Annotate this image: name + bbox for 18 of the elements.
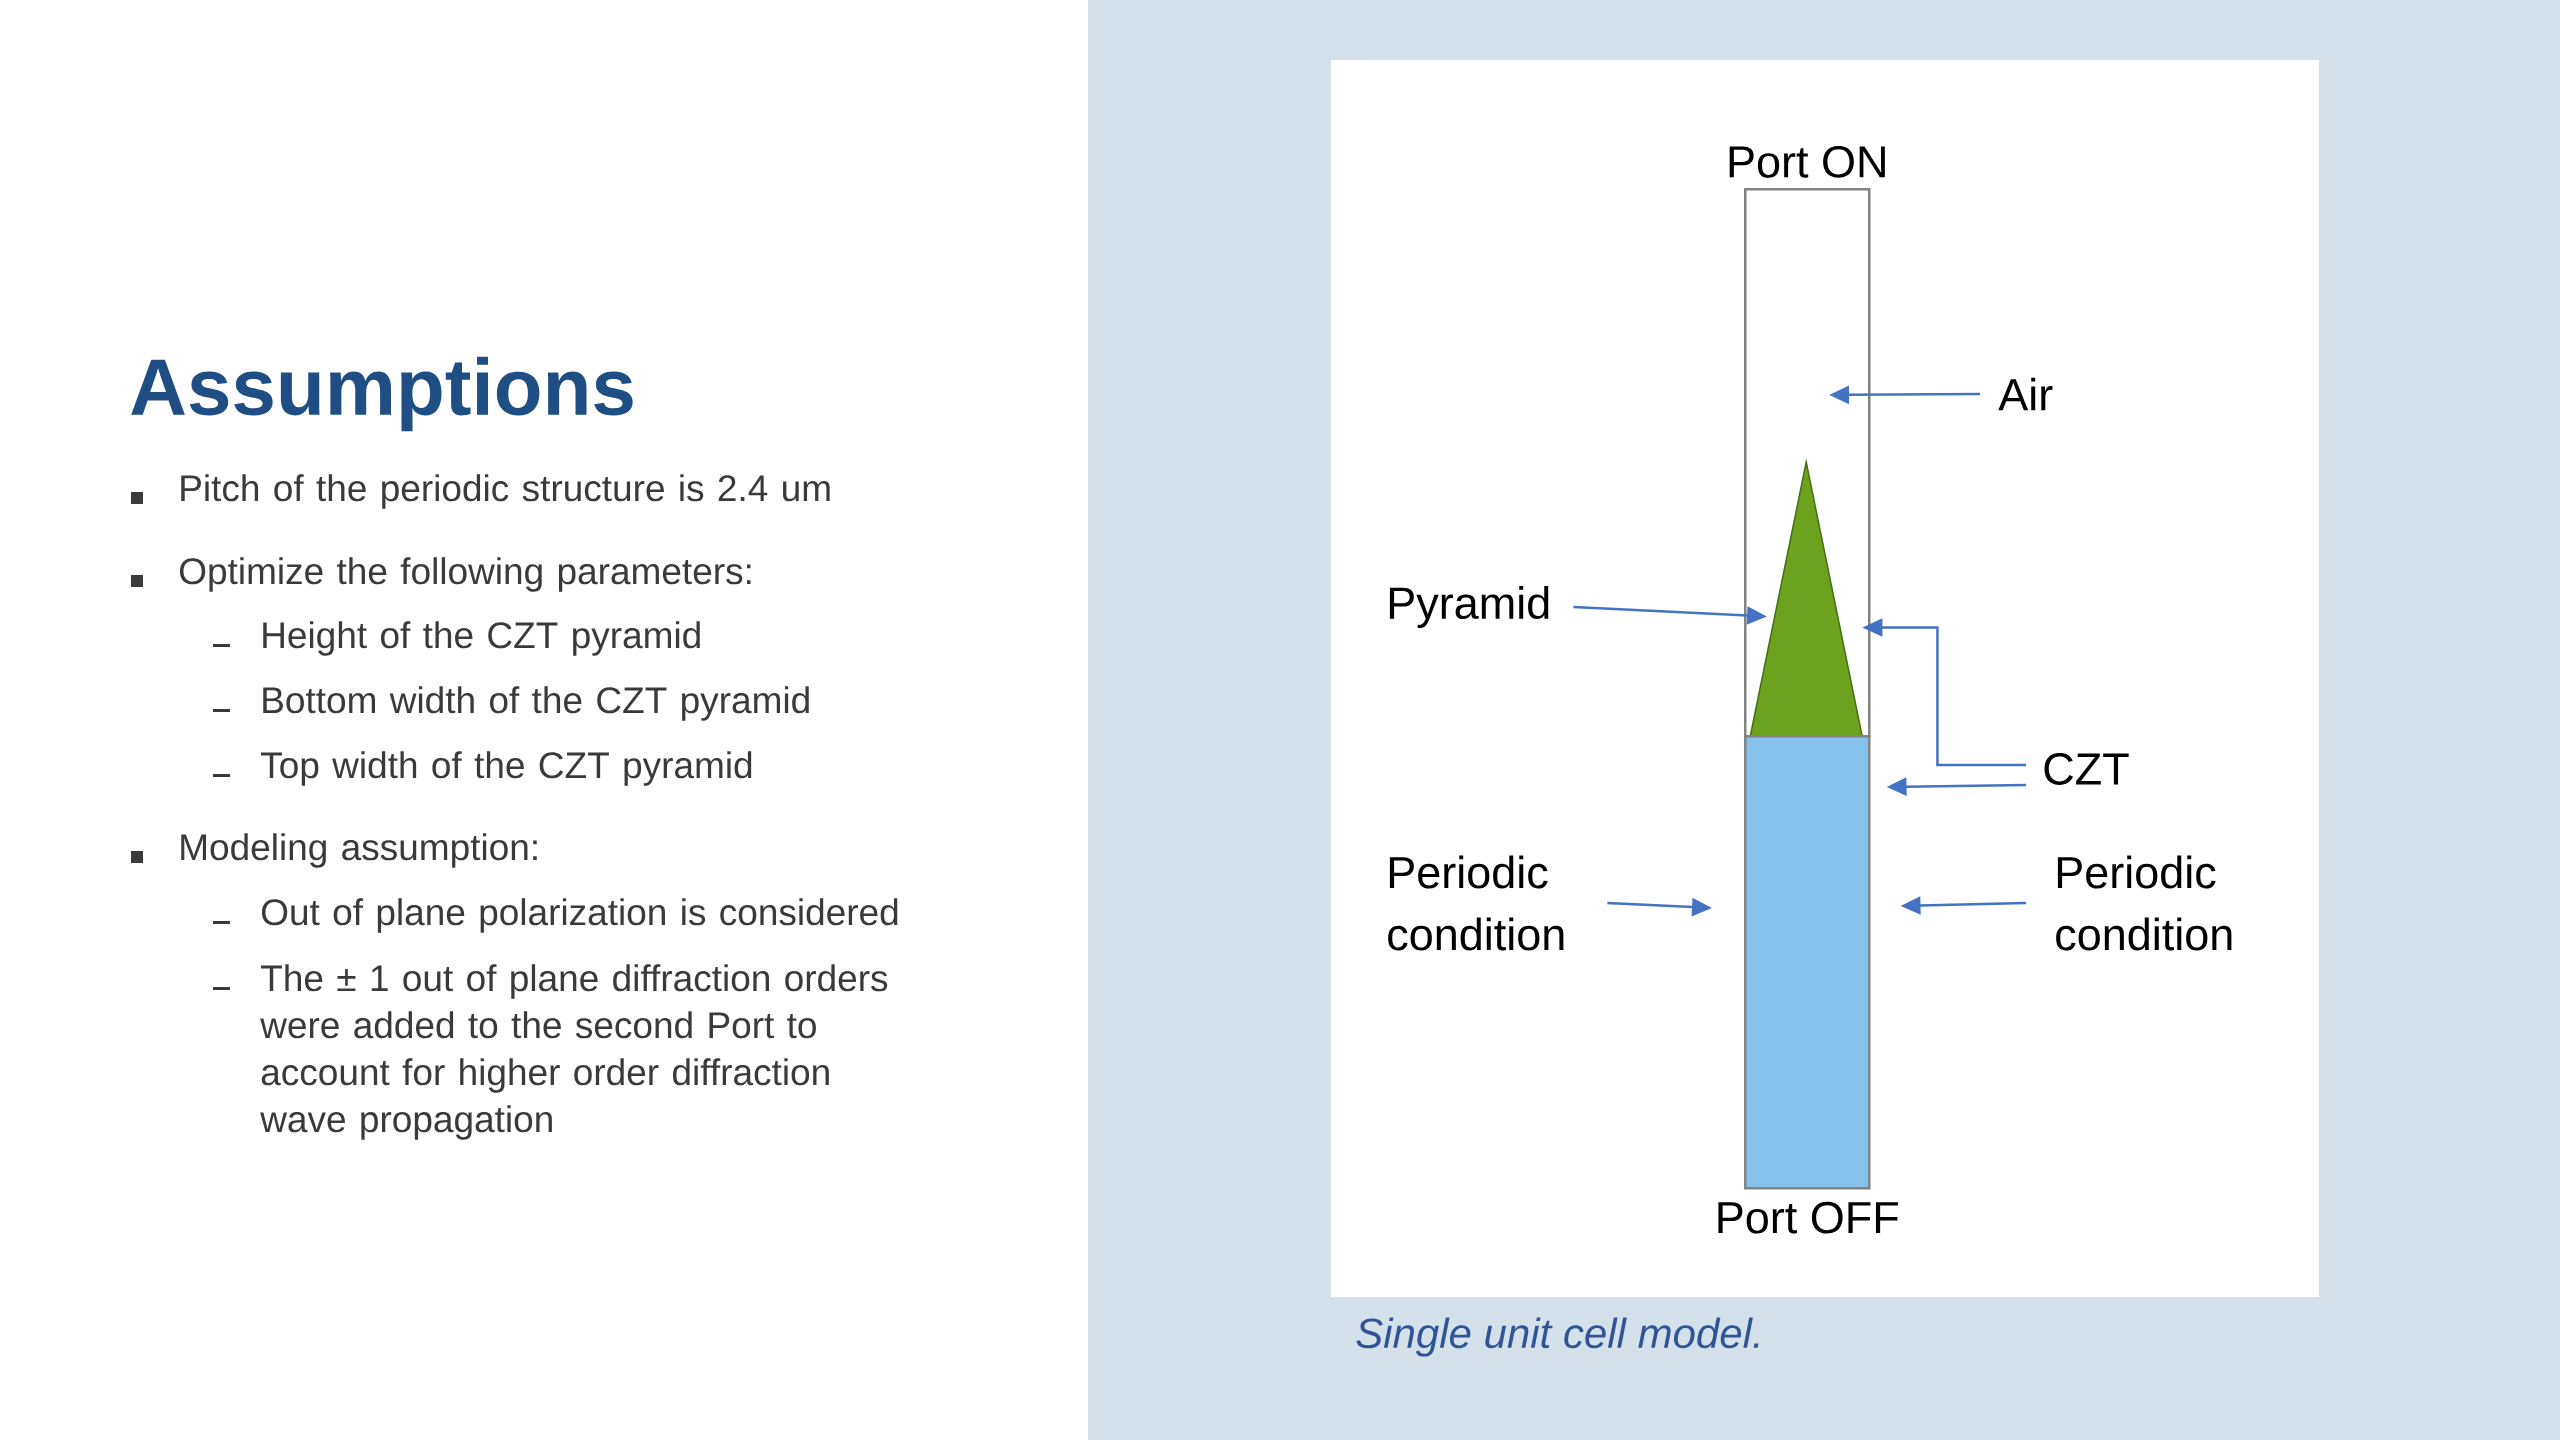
port-label: Port OFF <box>1718 1201 1898 1234</box>
region-box <box>1744 735 1871 1190</box>
bullet-text: Height of the CZT pyramid <box>263 621 700 656</box>
callout-label: Pyramid <box>1389 586 1549 628</box>
callout-label: CZT <box>2044 753 2129 785</box>
bullet-text: Top width of the CZT pyramid <box>261 751 752 786</box>
bullet-text: Out of plane polarization is considered <box>261 898 898 933</box>
callout-label: Periodic condition <box>1388 855 1564 951</box>
port-label: Port ON <box>1729 145 1885 178</box>
callout-label: Air <box>1998 377 2053 411</box>
bullet-text: The ± 1 out of plane diffraction orders were added to the second Port to account for higher order diffraction wave propagation <box>260 964 888 1140</box>
bullet-text: Bottom width of the CZT pyramid <box>263 686 809 721</box>
figure-caption: Single unit cell model. <box>1356 1317 1759 1357</box>
slide-title: Assumptions <box>131 356 633 432</box>
bullet-text: Optimize the following parameters: <box>179 557 751 592</box>
callout-label: Periodic condition <box>2056 855 2232 951</box>
bullet-text: Modeling assumption: <box>181 833 537 868</box>
bullet-text: Pitch of the periodic structure is 2.4 um <box>181 474 830 509</box>
